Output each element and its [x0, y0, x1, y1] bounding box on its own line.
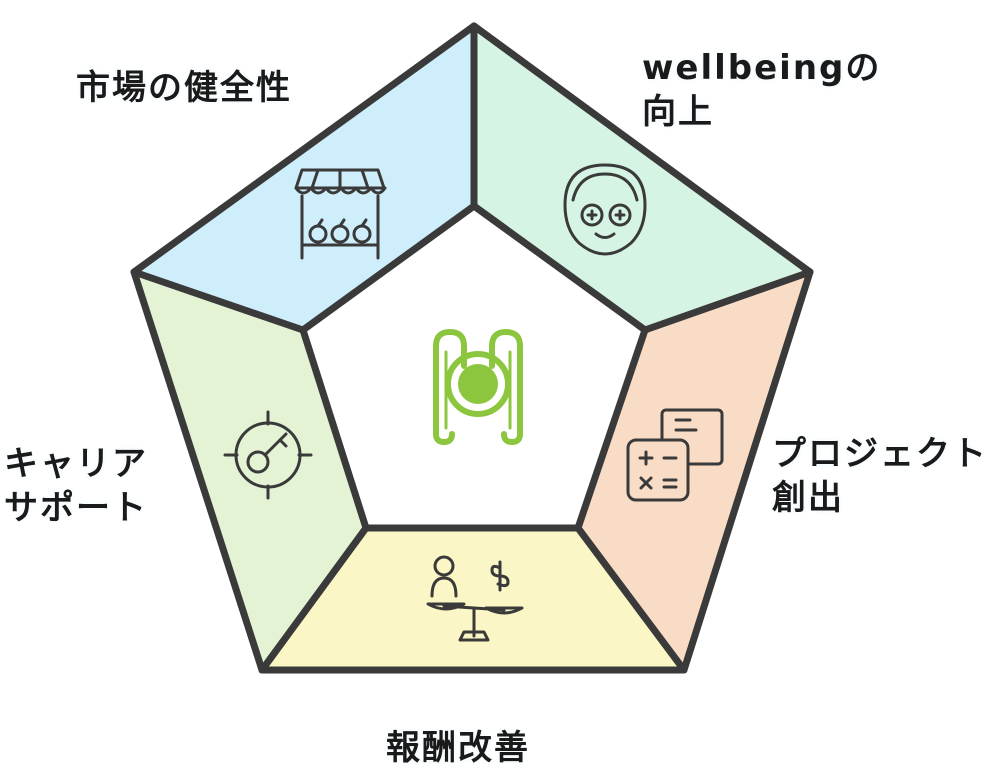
label-project-creation: プロジェクト 創出 — [772, 434, 988, 518]
face-mask-icon — [563, 163, 647, 256]
segment-reward — [262, 528, 684, 670]
pentagon-outline — [130, 22, 814, 674]
balance-scale-person-icon — [426, 555, 524, 642]
segment-wellbeing — [474, 26, 810, 330]
market-stall-icon — [294, 168, 387, 260]
target-key-icon — [223, 410, 313, 500]
label-career-support: キャリア サポート — [4, 444, 148, 528]
label-wellbeing: wellbeingの 向上 — [642, 48, 882, 132]
segment-career — [134, 272, 366, 670]
label-market-health: 市場の健全性 — [76, 68, 292, 108]
calculator-document-icon — [626, 408, 724, 502]
h-logo-icon — [433, 328, 523, 446]
segment-project — [578, 272, 810, 670]
label-reward-improvement: 報酬改善 — [386, 728, 530, 768]
segment-market — [134, 26, 474, 330]
